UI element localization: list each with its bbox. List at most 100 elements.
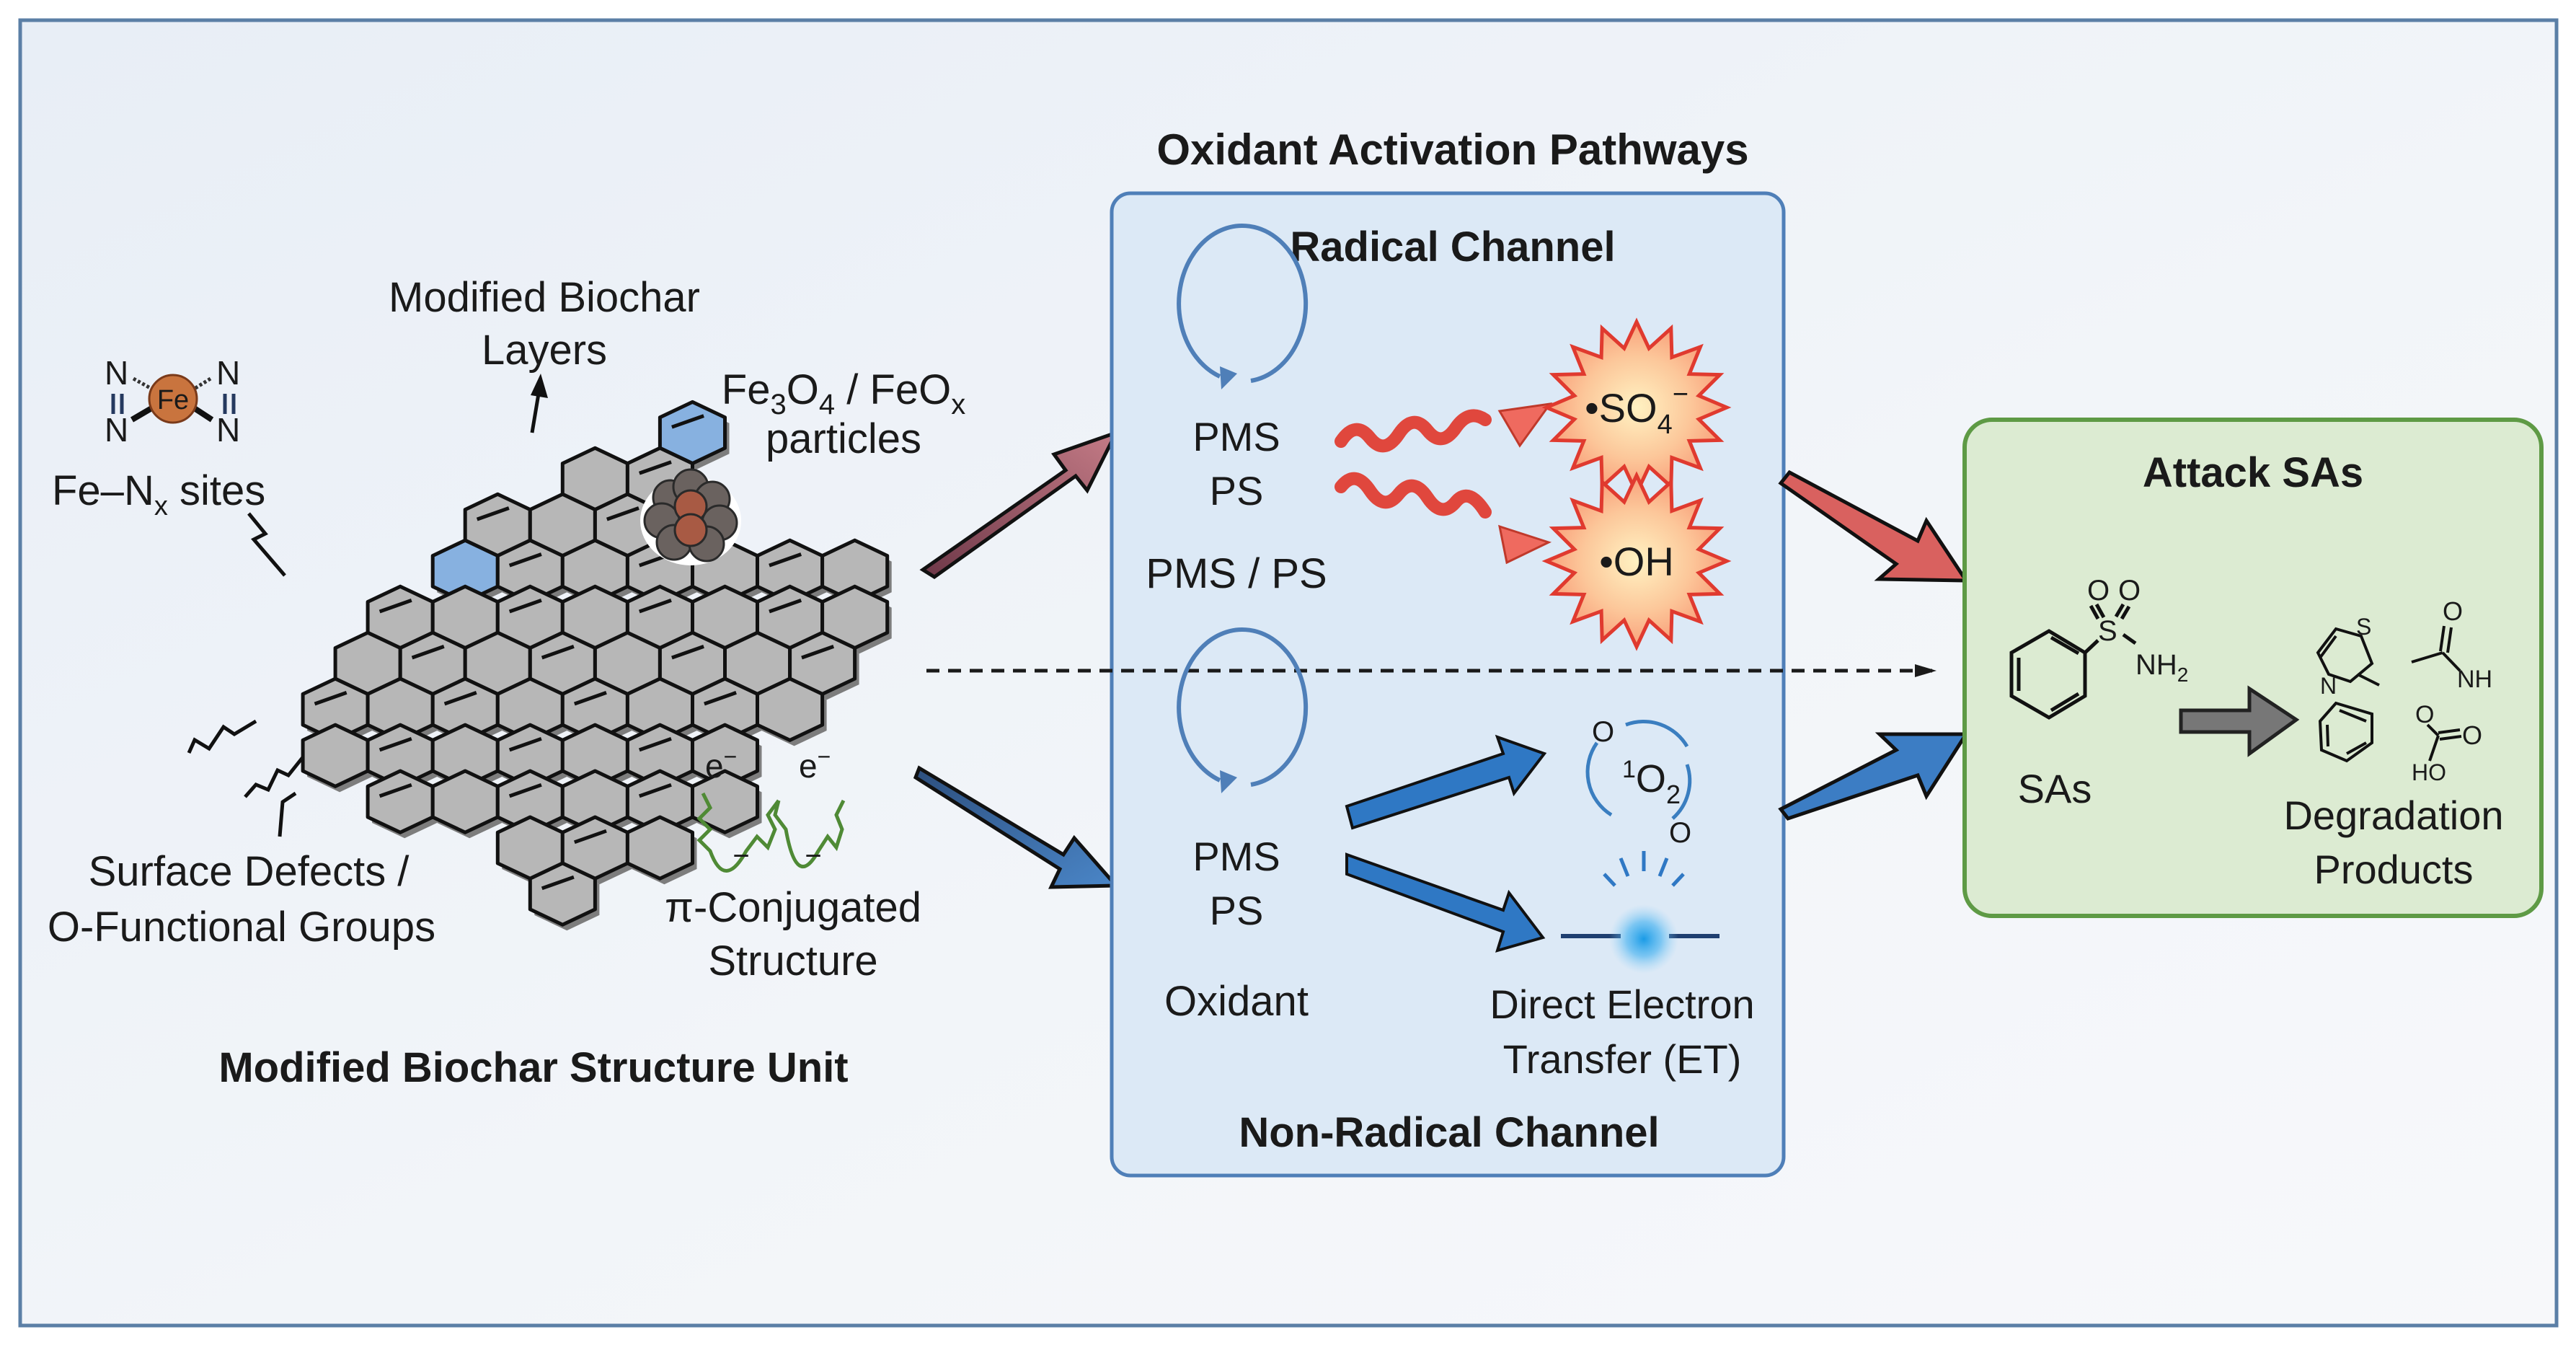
electron-label: e− [705,744,737,785]
iron-oxide-particle-cluster [640,468,741,565]
double-bond [379,736,412,752]
hex-ring [691,723,759,788]
wavy-arrow-hydroxyl [1335,472,1492,519]
pi-electron-waves: − − e− e− [696,744,846,873]
double-bond [573,691,607,706]
pi-label-line1: π-Conjugated [665,884,921,931]
electron-transfer-icon [1561,851,1719,974]
amine-group: NH2 [2135,649,2188,686]
double-bond [379,782,412,798]
fe-atom [148,374,198,424]
double-bond [606,506,639,521]
double-bond [508,599,542,614]
oxygen-atom: O [2118,575,2141,607]
products-label-line1: Degradation [2283,793,2503,838]
hydroxyl-radical-burst [1541,471,1732,651]
radical-channel-heading: Radical Channel [1290,224,1615,270]
defects-pointer [278,791,297,837]
nonradical-channel-heading: Non-Radical Channel [1239,1109,1659,1156]
sulfur-atom: S [2098,615,2117,647]
et-label-line2: Transfer (ET) [1503,1036,1742,1082]
layers-label-line2: Layers [482,327,607,374]
hydroxyl-radical-label: •OH [1599,539,1674,584]
product-structures [2316,625,2462,763]
double-bond [704,691,737,706]
double-bond [573,829,607,845]
n-atom: N [216,354,240,392]
minus-charge: − [732,840,749,872]
double-bond [638,782,672,798]
n-atom: N [105,411,128,449]
et-label-line1: Direct Electron [1490,982,1754,1027]
oxygen-atom: O [2415,701,2434,728]
hex-ring [756,676,825,742]
hex-ring [691,769,759,834]
double-bond [508,552,542,568]
hex-ring [430,769,500,834]
double-bond [541,875,575,891]
radical-oxidant-label: PMS / PS [1146,550,1327,597]
amide-nh: NH [2457,666,2492,693]
singlet-oxygen-label: 1O2 [1622,756,1681,809]
nonradical-input-arrow [913,765,1120,889]
radical-attack-arrow [1778,469,1970,583]
activation-panel [1110,191,1786,1178]
double-bond [638,599,672,614]
hex-ring [820,538,890,604]
defect-zigzag [187,719,257,754]
fe-atom-label: Fe [157,385,189,415]
minus-charge: − [805,840,821,872]
nitrogen-atom: N [2320,673,2337,699]
oxygen-atom: O [2087,575,2110,607]
attack-sas-panel [1962,418,2544,918]
electron-label: e− [799,744,831,785]
hex-ring [625,815,694,881]
biochar-caption: Modified Biochar Structure Unit [218,1044,848,1091]
cycle-label: PMS [1192,834,1280,879]
nonradical-attack-arrow [1778,732,1970,821]
layers-label-line1: Modified Biochar [389,274,700,321]
n-atom: N [105,354,128,392]
double-bond [508,782,542,798]
double-bond [541,645,575,660]
hydroxyl-group: HO [2412,759,2446,785]
double-bond [508,736,542,752]
defects-label-line1: Surface Defects / [89,848,410,895]
radical-input-arrow [919,429,1120,580]
double-bond [638,460,672,475]
sulfate-radical-label: •SO4− [1585,379,1688,440]
cycle-arrow-icon [1177,223,1309,383]
fe-n-site-icon: N N N N Fe [105,354,240,449]
double-bond [769,552,802,568]
oxygen-atom: O [2443,596,2463,626]
defects-label-line2: O-Functional Groups [48,904,435,951]
sas-label: SAs [2018,766,2092,811]
double-bond [801,645,835,660]
oxygen-atom: O [2462,720,2482,750]
sulfur-atom: S [2356,614,2371,640]
double-bond [314,691,348,706]
double-bond [476,506,510,521]
attack-sas-heading: Attack SAs [2143,449,2363,496]
layers-pointer [530,389,541,433]
oxygen-atom: O [1592,716,1614,748]
double-bond [379,599,412,614]
double-bond [671,645,704,660]
double-bond [638,736,672,752]
hex-ring [301,723,370,788]
singlet-oxygen-icon: O O 1O2 [1585,716,1692,849]
electron-transfer-arrow [1345,852,1546,953]
products-label-line2: Products [2314,847,2474,892]
n-atom: N [216,411,240,449]
hex-ring [366,769,435,834]
fe-n-sites-label: Fe–Nx sites [52,467,265,521]
cycle-label: PS [1210,468,1264,513]
particles-label-line2: particles [766,415,921,462]
cycle-label: PS [1210,888,1264,933]
fe-n-pointer [247,512,286,577]
double-bond [769,599,802,614]
nonradical-oxidant-cycle: PMS PS [1177,627,1309,933]
radical-oxidant-cycle: PMS PS [1177,223,1309,513]
singlet-oxygen-arrow [1345,734,1547,830]
